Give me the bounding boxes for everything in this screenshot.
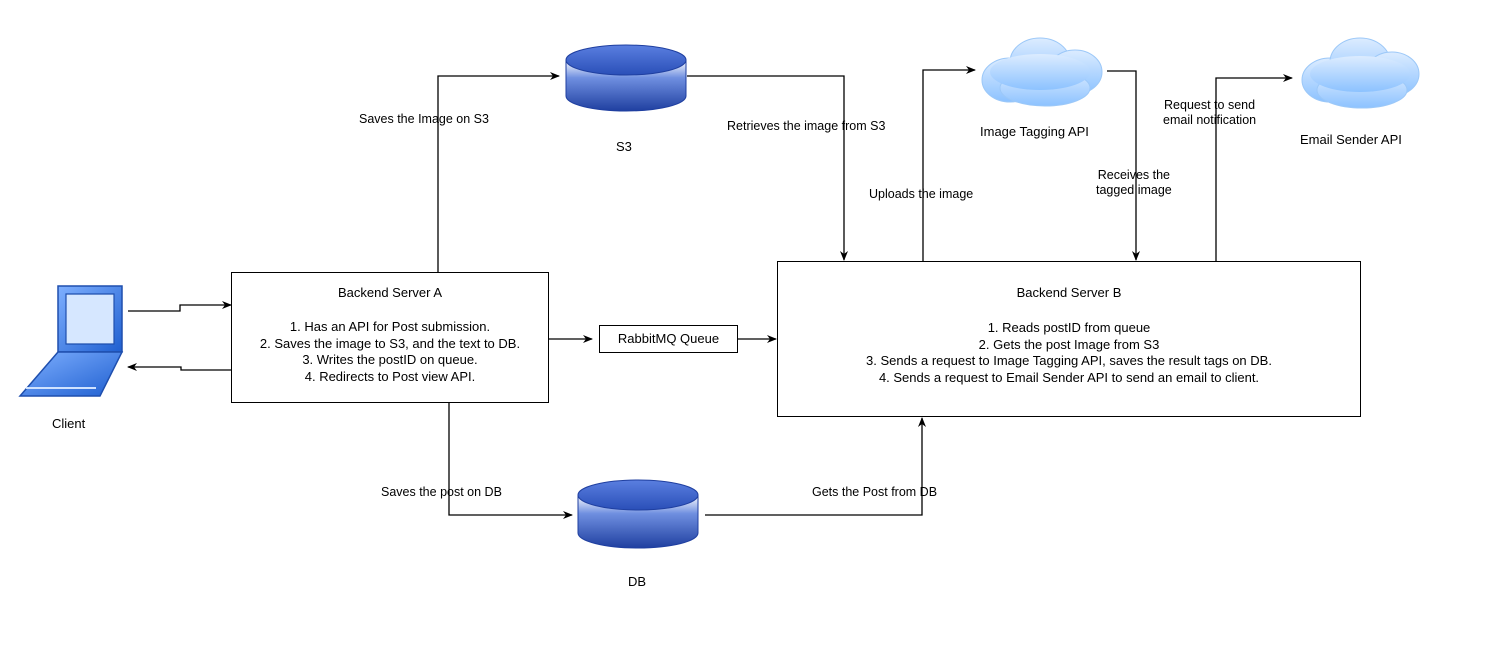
- edge-label-uploads-image: Uploads the image: [869, 187, 974, 201]
- db-database-icon: [577, 479, 699, 549]
- edge-label-saves-image-s3: Saves the Image on S3: [359, 112, 489, 126]
- backend-server-a-step: 3. Writes the postID on queue.: [302, 352, 478, 367]
- backend-server-a-step: 2. Saves the image to S3, and the text t…: [259, 335, 521, 351]
- edge-label-receives-tagged-line1: Receives the: [1097, 168, 1171, 182]
- edge-db-to-server-b: [705, 417, 926, 516]
- backend-server-b-step: 4. Sends a request to Email Sender API t…: [878, 369, 1260, 385]
- edge-label-gets-post-db: Gets the Post from DB: [812, 485, 938, 499]
- backend-server-b-title: Backend Server B: [1016, 285, 1122, 300]
- backend-server-a-title: Backend Server A: [337, 285, 443, 300]
- edge-label-retrieves-image-s3: Retrieves the image from S3: [727, 119, 886, 133]
- rabbitmq-queue-label: RabbitMQ Queue: [617, 331, 720, 346]
- edge-label-request-email-line2: email notification: [1163, 113, 1257, 127]
- edge-server-a-to-s3: [437, 72, 560, 272]
- backend-server-b-step: 1. Reads postID from queue: [987, 320, 1151, 335]
- email-sender-cloud-icon: [1301, 37, 1420, 109]
- edge-server-a-to-db: [448, 402, 573, 519]
- edge-s3-to-server-b: [687, 75, 848, 261]
- backend-server-b-steps: 1. Reads postID from queue 2. Gets the p…: [778, 320, 1360, 386]
- edge-server-b-to-tagging: [922, 66, 976, 261]
- email-sender-api-label: Email Sender API: [1300, 132, 1402, 147]
- backend-server-b-step: 2. Gets the post Image from S3: [978, 336, 1160, 352]
- s3-label: S3: [616, 139, 632, 154]
- backend-server-a-step: 1. Has an API for Post submission.: [289, 319, 491, 334]
- edge-label-receives-tagged: Receives the tagged image: [1096, 168, 1172, 198]
- edge-label-request-email: Request to send email notification: [1163, 98, 1256, 128]
- client-label: Client: [52, 416, 86, 431]
- edge-server-b-to-email: [1215, 74, 1293, 261]
- backend-server-a-box: Backend Server A 1. Has an API for Post …: [231, 272, 549, 403]
- db-label: DB: [628, 574, 647, 589]
- edge-server-a-to-client: [127, 363, 231, 371]
- image-tagging-api-label: Image Tagging API: [980, 124, 1089, 139]
- edge-label-saves-post-db: Saves the post on DB: [381, 485, 502, 499]
- backend-server-a-steps: 1. Has an API for Post submission. 2. Sa…: [232, 319, 548, 385]
- rabbitmq-queue-box: RabbitMQ Queue: [599, 325, 738, 353]
- image-tagging-cloud-icon: [981, 37, 1103, 107]
- backend-server-b-step: 3. Sends a request to Image Tagging API,…: [866, 353, 1272, 368]
- edge-label-request-email-line1: Request to send: [1164, 98, 1256, 112]
- backend-server-b-box: Backend Server B 1. Reads postID from qu…: [777, 261, 1361, 417]
- s3-database-icon: [565, 44, 687, 112]
- edge-label-receives-tagged-line2: tagged image: [1096, 183, 1172, 197]
- edge-client-to-server-a: [128, 301, 232, 312]
- backend-server-a-step: 4. Redirects to Post view API.: [304, 368, 476, 384]
- client-laptop-icon: [18, 285, 124, 397]
- edge-tagging-to-server-b: [1107, 70, 1140, 261]
